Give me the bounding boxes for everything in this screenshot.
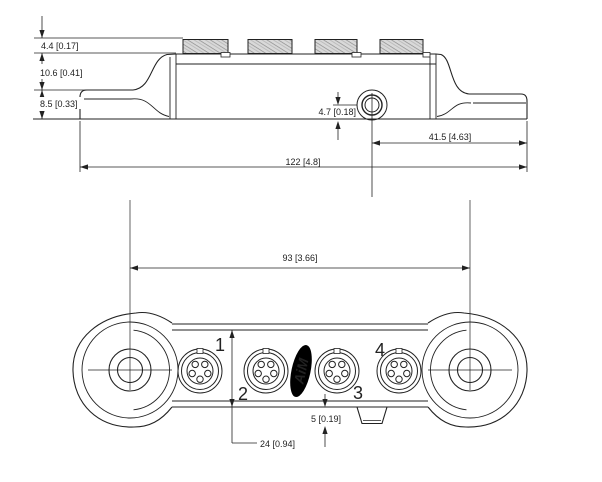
connector-1-label: 1 <box>215 335 225 355</box>
dim-overall-length: 122 [4.8] <box>285 157 320 167</box>
connectors <box>177 348 422 394</box>
dim-body-width: 24 [0.94] <box>260 439 295 449</box>
side-view-dimensions: 4.4 [0.17] 10.6 [0.41] 8.5 [0.33] 4.7 [0… <box>34 16 528 197</box>
center-strip <box>150 323 450 408</box>
aim-logo: AiM <box>290 345 312 397</box>
left-mount-end <box>72 311 179 428</box>
bottom-view-dimensions: 93 [3.66] 24 [0.94] 5 [0.19] <box>129 200 471 449</box>
side-connector-4 <box>379 39 424 54</box>
connector-2 <box>243 348 289 394</box>
dim-body-height: 10.6 [0.41] <box>40 68 83 78</box>
side-connector-1 <box>182 39 229 54</box>
right-mount-end <box>421 311 528 428</box>
dim-button-to-end: 41.5 [4.63] <box>429 132 472 142</box>
connector-3-label: 3 <box>353 383 363 403</box>
side-connector-2 <box>247 39 293 54</box>
left-flange <box>130 53 177 119</box>
left-mount-foot <box>79 89 133 119</box>
dim-connector-height: 4.4 [0.17] <box>41 41 79 51</box>
right-mount-foot <box>469 93 528 119</box>
side-view <box>33 39 528 121</box>
right-flange <box>429 53 472 119</box>
dim-tab-height: 5 [0.19] <box>311 414 341 424</box>
connector-2-label: 2 <box>238 384 248 404</box>
dim-hole-spacing: 93 [3.66] <box>282 253 317 263</box>
connector-1 <box>177 348 223 394</box>
side-connector-3 <box>314 39 358 54</box>
keying-tab <box>356 406 388 425</box>
bottom-view: AiM 1 2 3 4 <box>72 311 528 428</box>
connector-4-label: 4 <box>375 340 385 360</box>
connector-3 <box>314 348 360 394</box>
dim-button-offset: 4.7 [0.18] <box>318 107 356 117</box>
aim-logo-text: AiM <box>290 356 311 386</box>
connector-4 <box>376 348 422 394</box>
side-connector-blocks <box>182 39 431 58</box>
dim-flange-height: 8.5 [0.33] <box>40 99 78 109</box>
